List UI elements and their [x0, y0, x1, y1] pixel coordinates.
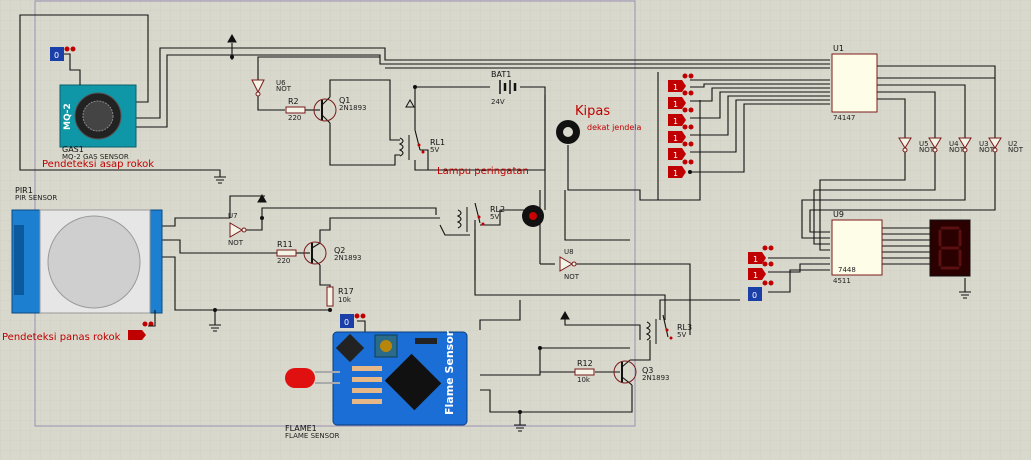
u3-type: NOT	[979, 146, 995, 154]
u1-input-probes[interactable]: 1 1 1 1 1 1	[668, 73, 694, 179]
resistor-r12[interactable]	[574, 368, 595, 376]
u9-control-probes[interactable]: 1 1 0	[748, 245, 774, 302]
u8-type: NOT	[564, 273, 580, 281]
resistor-r11[interactable]	[276, 249, 297, 257]
flame-ref: FLAME1	[285, 424, 317, 433]
q1-ref: Q1	[339, 96, 350, 105]
gas-ref: GAS1	[62, 145, 84, 154]
u6-type: NOT	[276, 85, 292, 93]
not-gates-decoder[interactable]	[898, 137, 1002, 153]
u2-ref: U2	[1008, 140, 1018, 148]
svg-text:1: 1	[753, 255, 758, 264]
fan-title: Kipas	[575, 104, 610, 119]
u1-part: 74147	[833, 114, 855, 122]
svg-text:1: 1	[673, 134, 678, 143]
resistor-r17[interactable]	[326, 286, 334, 307]
q3-ref: Q3	[642, 366, 653, 375]
svg-text:0: 0	[54, 51, 59, 60]
rl3-value: 5V	[677, 331, 686, 339]
u9-sub: 4511	[833, 277, 851, 285]
power-terminals	[227, 33, 570, 320]
u9-ref: U9	[833, 210, 844, 219]
svg-text:1: 1	[673, 100, 678, 109]
svg-text:1: 1	[673, 117, 678, 126]
encoder-u1[interactable]	[831, 53, 878, 113]
transistor-q2[interactable]	[303, 241, 327, 266]
q2-ref: Q2	[334, 246, 345, 255]
fan-motor[interactable]	[556, 120, 580, 144]
gas-sensor-module[interactable]: MQ-2	[59, 84, 137, 148]
seven-segment-display[interactable]	[929, 219, 971, 277]
svg-text:0: 0	[752, 291, 757, 300]
lamp-caption: Lampu peringatan	[437, 166, 529, 177]
flame-name: FLAME SENSOR	[285, 432, 340, 440]
decoder-u9[interactable]	[831, 219, 883, 276]
lamp-motor[interactable]	[522, 205, 544, 227]
bat-value: 24V	[491, 98, 505, 106]
u7-type: NOT	[228, 239, 244, 247]
svg-text:1: 1	[673, 151, 678, 160]
rl1-value: 5V	[430, 146, 439, 154]
wires	[19, 14, 996, 425]
q3-part: 2N1893	[642, 374, 670, 382]
ground-symbols	[209, 176, 971, 432]
svg-text:1: 1	[753, 271, 758, 280]
not-gate-u7[interactable]	[229, 222, 247, 238]
u3-ref: U3	[979, 140, 989, 148]
not-gate-u8[interactable]	[559, 256, 577, 272]
relay-rl2[interactable]	[456, 202, 485, 232]
gas-chip-label: MQ-2	[63, 103, 73, 130]
gas-caption: Pendeteksi asap rokok	[42, 159, 154, 170]
pir-name: PIR SENSOR	[15, 194, 57, 202]
not-gate-u6[interactable]	[251, 79, 265, 97]
flame-title: Flame Sensor	[443, 330, 456, 415]
resistor-r2[interactable]	[285, 106, 306, 114]
u5-type: NOT	[919, 146, 935, 154]
logic-probe-flame[interactable]: 0	[340, 313, 366, 329]
r2-value: 220	[288, 114, 301, 122]
r12-ref: R12	[577, 359, 593, 368]
rl2-value: 5V	[490, 213, 499, 221]
u5-ref: U5	[919, 140, 929, 148]
logic-probe-gas[interactable]: 0	[50, 46, 81, 86]
junctions	[213, 55, 692, 414]
q1-part: 2N1893	[339, 104, 367, 112]
r11-ref: R11	[277, 240, 293, 249]
relay-rl1[interactable]	[398, 129, 425, 160]
u7-ref: U7	[228, 212, 238, 220]
pir-ref: PIR1	[15, 186, 33, 195]
bat-ref: BAT1	[491, 70, 511, 79]
svg-text:1: 1	[673, 83, 678, 92]
r17-value: 10k	[338, 296, 352, 304]
rl1-ref: RL1	[430, 138, 445, 147]
pir-caption: Pendeteksi panas rokok	[2, 332, 121, 343]
r12-value: 10k	[577, 376, 591, 384]
logic-probe-pir[interactable]	[128, 310, 156, 340]
u8-ref: U8	[564, 248, 574, 256]
u2-type: NOT	[1008, 146, 1024, 154]
u4-type: NOT	[949, 146, 965, 154]
rl3-ref: RL3	[677, 323, 692, 332]
svg-text:1: 1	[673, 169, 678, 178]
r2-ref: R2	[288, 97, 299, 106]
pir-sensor-module[interactable]	[11, 209, 163, 314]
u6-ref: U6	[276, 79, 286, 87]
svg-text:0: 0	[344, 318, 349, 327]
r11-value: 220	[277, 257, 290, 265]
u9-part: 7448	[838, 266, 856, 274]
battery-bat1[interactable]	[499, 80, 517, 94]
flame-sensor-module[interactable]: Flame Sensor	[285, 330, 468, 426]
gas-name: MQ-2 GAS SENSOR	[62, 153, 129, 161]
u1-ref: U1	[833, 44, 844, 53]
rl2-ref: RL2	[490, 205, 505, 214]
u4-ref: U4	[949, 140, 959, 148]
r17-ref: R17	[338, 287, 354, 296]
transistor-q1[interactable]	[313, 96, 337, 124]
relay-rl3[interactable]	[645, 314, 673, 344]
transistor-q3[interactable]	[613, 359, 637, 386]
q2-part: 2N1893	[334, 254, 362, 262]
fan-sub: dekat jendela	[587, 123, 642, 132]
